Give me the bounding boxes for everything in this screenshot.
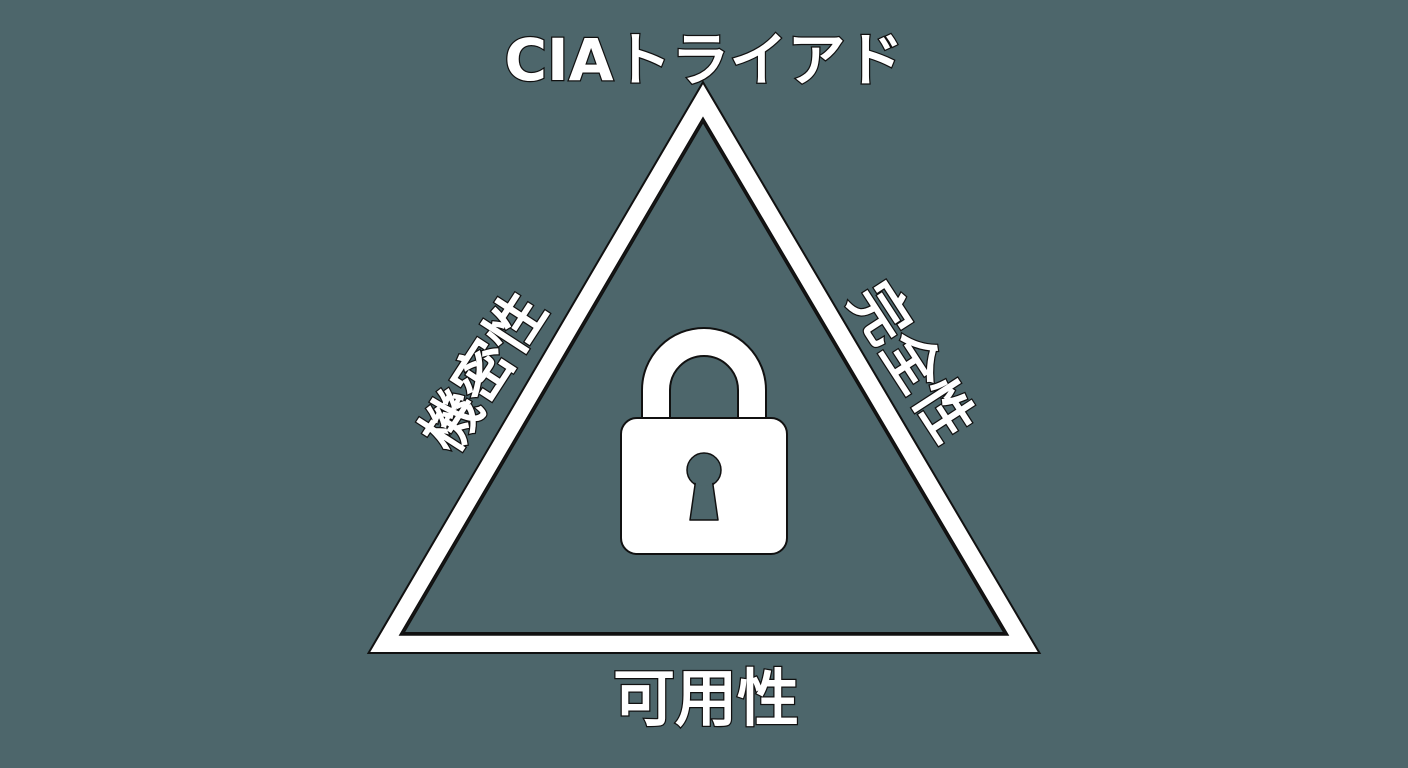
label-availability: 可用性 bbox=[613, 662, 799, 735]
padlock-icon bbox=[620, 327, 788, 555]
diagram-title: CIAトライアド bbox=[504, 26, 903, 94]
triad-triangle bbox=[366, 80, 1042, 654]
